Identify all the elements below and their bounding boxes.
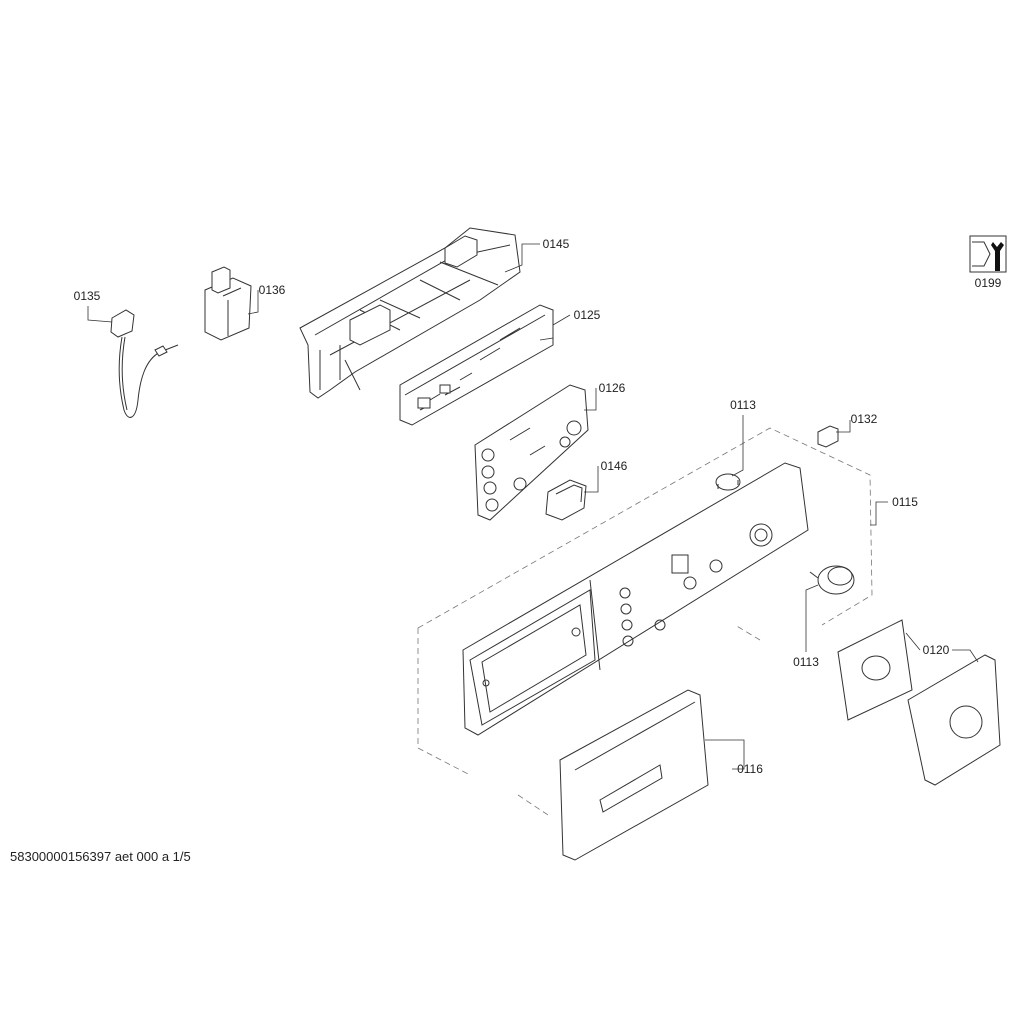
interference-filter-part xyxy=(204,266,252,341)
part-label-0146: 0146 xyxy=(600,459,628,473)
part-label-0132: 0132 xyxy=(850,412,878,426)
part-label-0115: 0115 xyxy=(892,495,918,509)
part-label-0135: 0135 xyxy=(73,289,101,303)
part-label-0199: 0199 xyxy=(974,276,1002,290)
display-module-part xyxy=(545,479,587,521)
wrench-nut-icon xyxy=(969,235,1007,273)
control-board-part xyxy=(474,384,589,521)
part-label-0113-bottom: 0113 xyxy=(793,655,819,669)
leader-lines xyxy=(87,243,979,770)
part-label-0113-top: 0113 xyxy=(730,398,756,412)
decor-plate-part xyxy=(837,619,913,721)
part-label-0126: 0126 xyxy=(598,381,626,395)
control-housing-part xyxy=(299,227,521,399)
part-label-0125: 0125 xyxy=(573,308,601,322)
dispenser-drawer-handle-part xyxy=(559,689,709,861)
part-label-0136: 0136 xyxy=(258,283,286,297)
drawing-reference-footer: 58300000156397 aet 000 a 1/5 xyxy=(10,849,191,864)
part-label-0145: 0145 xyxy=(542,237,570,251)
program-selector-insert-part xyxy=(715,473,741,491)
program-knob-part xyxy=(809,565,855,595)
power-cord-part xyxy=(110,309,179,418)
part-label-0120: 0120 xyxy=(922,643,950,657)
assembly-outline xyxy=(417,427,873,816)
decor-panel-part xyxy=(907,654,1001,786)
control-panel-fascia-part xyxy=(462,462,809,736)
clip-part xyxy=(817,425,839,448)
main-circuit-board-part xyxy=(399,304,554,426)
part-label-0116: 0116 xyxy=(737,762,763,776)
